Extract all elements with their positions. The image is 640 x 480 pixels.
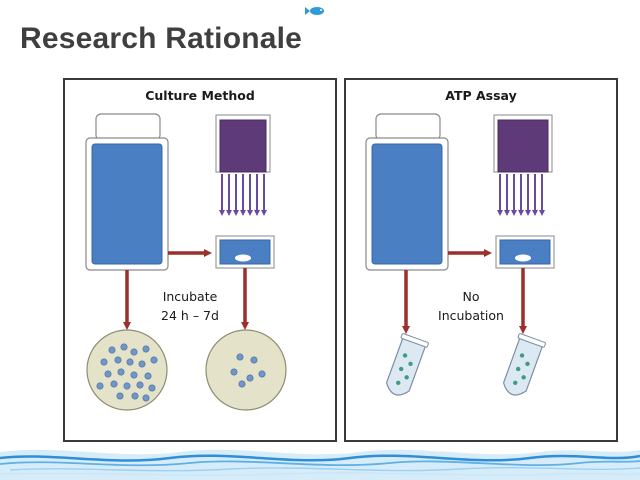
atp-sample-bottle bbox=[365, 113, 449, 271]
petri-dish-many-colonies bbox=[86, 329, 168, 411]
culture-filter-arrows bbox=[219, 174, 267, 216]
culture-filter-unit bbox=[215, 114, 271, 173]
atp-filter-membrane bbox=[495, 235, 555, 269]
atp-test-tube-right bbox=[502, 333, 546, 396]
atp-assay-title: ATP Assay bbox=[445, 88, 517, 103]
incubate-label-line2: 24 h – 7d bbox=[161, 308, 219, 323]
culture-filter-membrane bbox=[215, 235, 275, 269]
no-incubation-label: No Incubation bbox=[426, 287, 516, 325]
atp-filter-arrows bbox=[497, 174, 545, 216]
no-incubation-label-line2: Incubation bbox=[438, 308, 504, 323]
incubate-label-line1: Incubate bbox=[162, 289, 218, 304]
incubate-label: Incubate 24 h – 7d bbox=[145, 287, 235, 325]
culture-method-title: Culture Method bbox=[145, 88, 255, 103]
culture-sample-bottle bbox=[85, 113, 169, 271]
water-wave-icon bbox=[0, 449, 640, 480]
no-incubation-label-line1: No bbox=[462, 289, 480, 304]
page-title: Research Rationale bbox=[20, 22, 303, 55]
petri-dish-few-colonies bbox=[205, 329, 287, 411]
atp-test-tube-left bbox=[385, 333, 429, 396]
atp-filter-unit bbox=[493, 114, 553, 173]
